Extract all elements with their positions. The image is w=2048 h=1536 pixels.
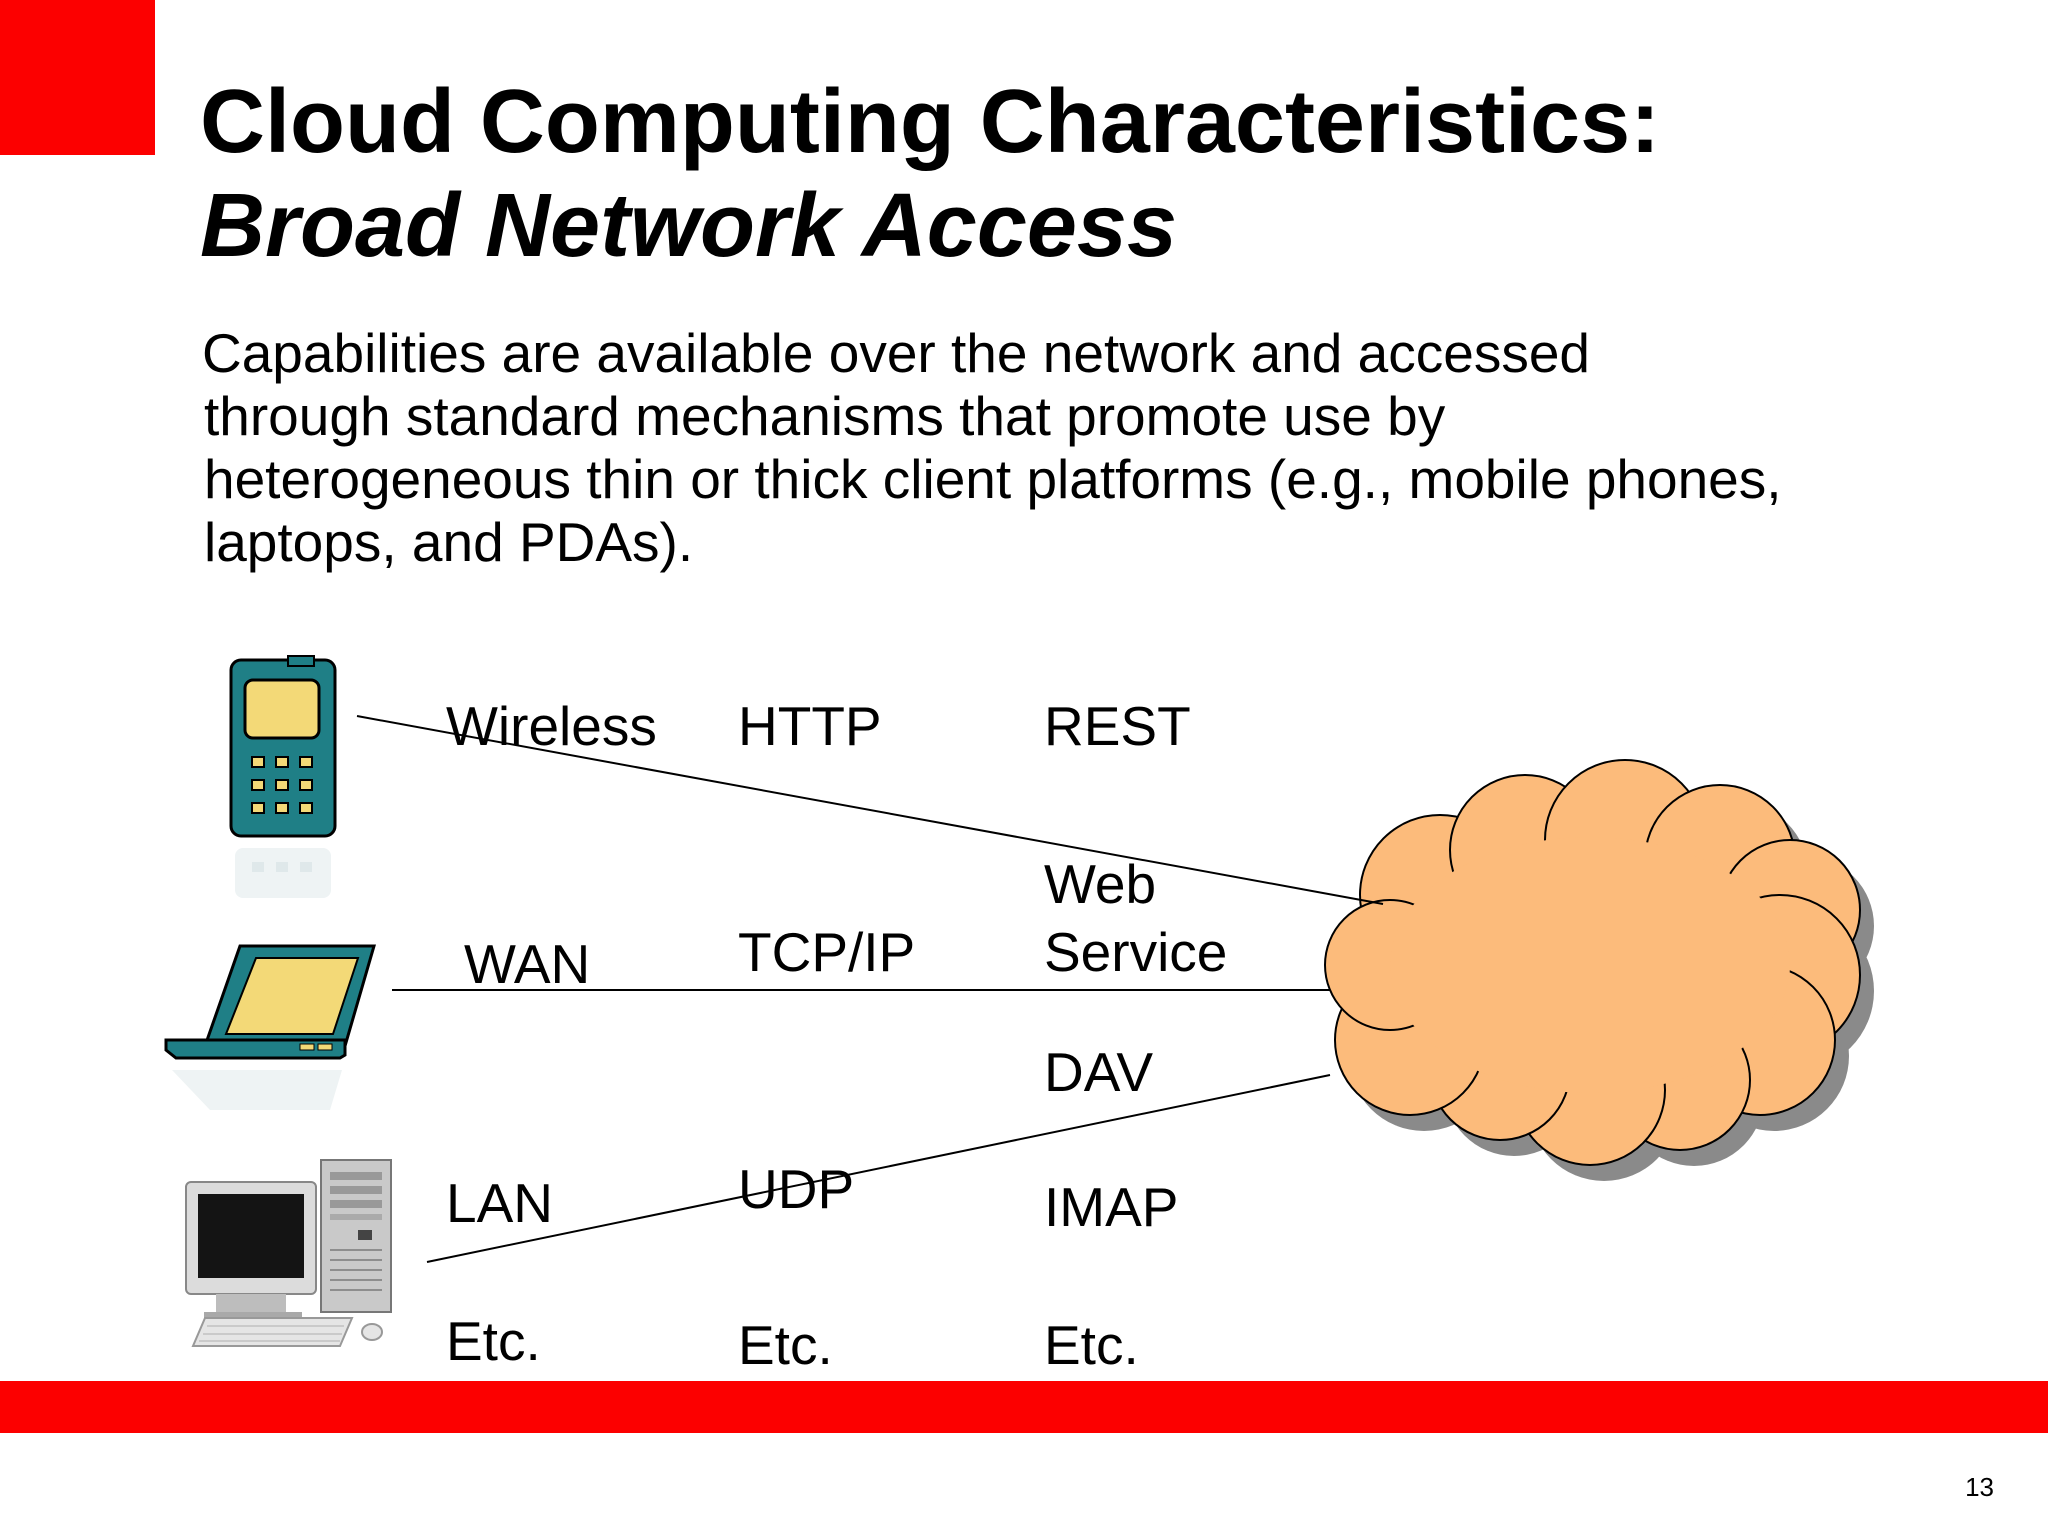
body-paragraph: Capabilities are available over the netw… bbox=[202, 322, 1884, 574]
slide-subtitle: Broad Network Access bbox=[200, 176, 1178, 276]
protocol-label: HTTP bbox=[738, 695, 882, 757]
desktop-computer-icon bbox=[185, 1159, 392, 1347]
body-line: Capabilities are available over the netw… bbox=[202, 322, 1591, 384]
laptop-icon bbox=[164, 944, 376, 1110]
mobile-phone-icon bbox=[229, 655, 337, 898]
service-label: Service bbox=[1044, 921, 1227, 983]
lan-connection-line bbox=[426, 1074, 1331, 1263]
service-label: IMAP bbox=[1044, 1176, 1178, 1238]
body-line: laptops, and PDAs). bbox=[204, 511, 694, 573]
service-label: Web bbox=[1044, 853, 1156, 915]
service-label: Etc. bbox=[1044, 1314, 1139, 1376]
protocol-label: TCP/IP bbox=[738, 921, 915, 983]
service-label: REST bbox=[1044, 695, 1191, 757]
network-label: LAN bbox=[446, 1172, 553, 1234]
protocol-label: Etc. bbox=[738, 1314, 833, 1376]
body-line: through standard mechanisms that promote… bbox=[204, 385, 1446, 447]
wireless-connection-line bbox=[356, 715, 1384, 905]
slide-title: Cloud Computing Characteristics: bbox=[200, 72, 1661, 172]
network-label: Etc. bbox=[446, 1310, 541, 1372]
network-label: Wireless bbox=[446, 695, 657, 757]
protocol-label: UDP bbox=[738, 1158, 854, 1220]
page-number: 13 bbox=[1965, 1472, 1994, 1502]
body-line: heterogeneous thin or thick client platf… bbox=[204, 448, 1782, 510]
corner-accent-block bbox=[0, 0, 155, 155]
service-label: DAV bbox=[1044, 1041, 1153, 1103]
cloud-icon bbox=[1324, 759, 1874, 1181]
footer-accent-bar bbox=[0, 1381, 2048, 1433]
network-label: WAN bbox=[464, 933, 590, 995]
